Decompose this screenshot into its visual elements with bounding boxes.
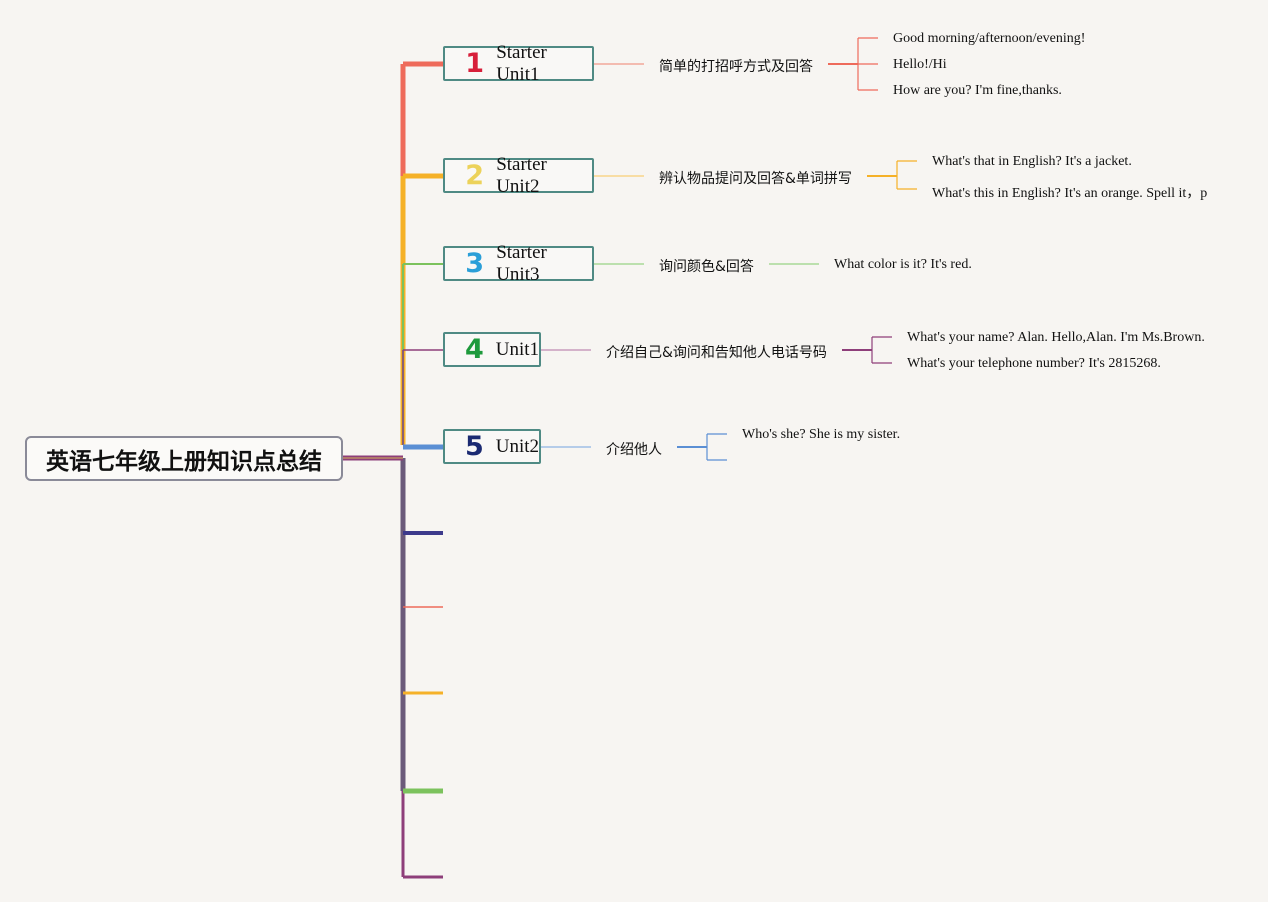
unit-number-badge: 2 [465,160,484,191]
root-title: 英语七年级上册知识点总结 [46,448,322,475]
unit-node-1[interactable]: 1 Starter Unit1 [443,42,594,85]
root-node[interactable]: 英语七年级上册知识点总结 [25,436,343,481]
unit-node-3[interactable]: 3 Starter Unit3 [443,242,594,285]
unit-label: Unit2 [495,435,539,457]
unit-label: Starter Unit2 [496,153,547,197]
leaf-text[interactable]: What's that in English? It's a jacket. [932,154,1132,169]
unit-number-badge: 5 [464,431,484,462]
topic-introduce-self[interactable]: 介绍自己&询问和告知他人电话号码 [606,345,827,361]
leaf-text[interactable]: What's your telephone number? It's 28152… [907,356,1161,371]
unit-number-badge: 1 [465,48,484,79]
leaf-text[interactable]: What color is it? It's red. [834,257,972,272]
unit-label: Starter Unit1 [496,41,547,85]
unit-label: Unit1 [495,338,539,360]
topic-colors[interactable]: 询问颜色&回答 [659,259,754,275]
unit-node-5[interactable]: 5 Unit2 [443,429,541,464]
unit-label: Starter Unit3 [496,241,547,285]
leaf-text[interactable]: How are you? I'm fine,thanks. [893,83,1062,98]
topic-identify-objects[interactable]: 辨认物品提问及回答&单词拼写 [659,171,852,187]
unit-node-4[interactable]: 4 Unit1 [443,332,541,367]
leaf-text[interactable]: Who's she? She is my sister. [742,427,901,442]
leaf-text[interactable]: Hello!/Hi [893,57,947,72]
leaf-text[interactable]: Good morning/afternoon/evening! [893,31,1086,46]
topic-introduce-others[interactable]: 介绍他人 [606,442,662,458]
leaf-text[interactable]: What's your name? Alan. Hello,Alan. I'm … [907,330,1205,345]
unit-node-2[interactable]: 2 Starter Unit2 [443,154,594,197]
unit-number-badge: 3 [465,248,484,279]
topic-greetings[interactable]: 简单的打招呼方式及回答 [659,59,813,75]
unit-number-badge: 4 [464,334,484,365]
leaf-text[interactable]: What's this in English? It's an orange. … [932,186,1208,201]
